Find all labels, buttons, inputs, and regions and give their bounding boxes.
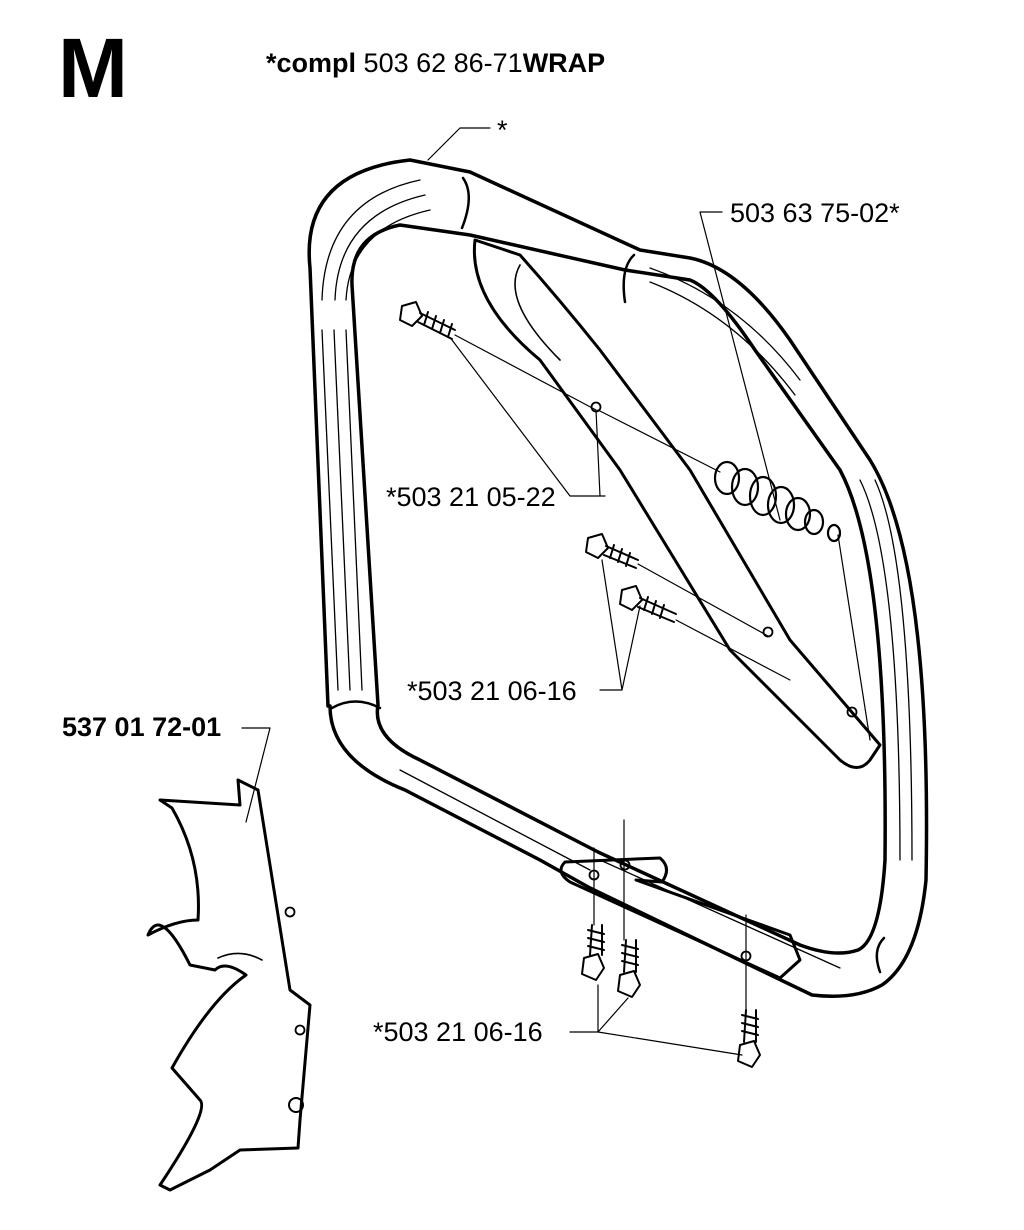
axis-bolt-upper	[454, 334, 597, 411]
leader-guard-plate	[241, 727, 271, 823]
leader-screws-mid	[599, 559, 641, 691]
header-prefix: *compl	[266, 48, 357, 78]
leader-bolt-upper-2	[595, 409, 601, 497]
callout-handle-grip: *	[497, 115, 508, 145]
leader-screws-bottom	[569, 984, 743, 1056]
axis-damper	[597, 409, 721, 473]
leader-handle-grip	[427, 127, 491, 161]
assembly-header: *compl 503 62 86-71WRAP	[266, 50, 605, 77]
section-letter: M	[58, 21, 128, 115]
front-handle-bar	[307, 158, 929, 998]
bottom-screw-2	[617, 939, 641, 998]
middle-screw-2	[619, 585, 677, 623]
upper-bolt	[399, 301, 456, 340]
axis-damper-end	[837, 534, 871, 741]
header-suffix: WRAP	[522, 48, 606, 78]
callout-screws-mid: *503 21 06-16	[407, 676, 577, 706]
leader-lines	[241, 127, 871, 1056]
bottom-screw-3	[737, 1009, 761, 1068]
vibration-damper	[713, 460, 842, 543]
axis-mid-1	[637, 563, 769, 637]
callout-guard-plate: 537 01 72-01	[62, 712, 222, 742]
leader-bolt-upper	[451, 339, 606, 497]
axis-mid-2	[675, 619, 791, 681]
callout-vibration-damper: 503 63 75-02*	[730, 198, 900, 228]
bottom-screw-1	[581, 924, 605, 981]
leader-vibration-damper	[699, 211, 781, 521]
callout-bolt-upper: *503 21 05-22	[386, 482, 556, 512]
callout-screws-bottom: *503 21 06-16	[373, 1017, 543, 1047]
header-part-number: 503 62 86-71	[363, 48, 523, 78]
guard-plate	[146, 778, 312, 1192]
middle-screw-1	[585, 533, 639, 569]
mounting-bracket	[559, 856, 802, 980]
